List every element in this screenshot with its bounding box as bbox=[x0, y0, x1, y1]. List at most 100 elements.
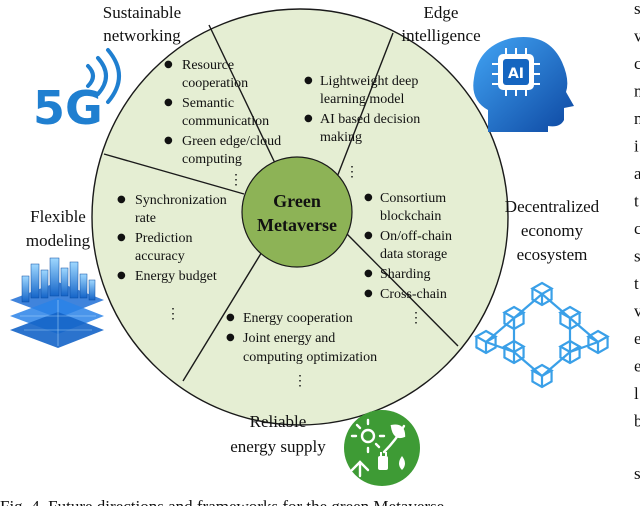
svg-text:learning model: learning model bbox=[320, 92, 404, 107]
cropped-letter: v bbox=[634, 27, 640, 46]
cropped-letter: e bbox=[634, 329, 640, 348]
cube-shape bbox=[530, 281, 554, 296]
cropped-letter: b bbox=[634, 412, 640, 431]
cropped-letter: i bbox=[634, 137, 639, 156]
chain-link bbox=[541, 293, 571, 319]
list-item: Resource bbox=[182, 58, 234, 73]
center-title-line1: Green bbox=[273, 191, 321, 211]
list-item: Joint energy and bbox=[243, 331, 335, 346]
svg-text:energy supply: energy supply bbox=[230, 437, 326, 456]
figure-caption: Fig. 4. Future directions and frameworks… bbox=[0, 497, 448, 506]
svg-text:●: ● bbox=[117, 194, 126, 205]
svg-text:computing optimization: computing optimization bbox=[243, 350, 377, 365]
list-item: Energy cooperation bbox=[243, 311, 353, 326]
bullet-list-flexible-modeling: ● Synchronization rate ● Prediction accu… bbox=[117, 193, 227, 322]
bullet-list-edge-intelligence: ● Lightweight deep learning model ● AI b… bbox=[304, 74, 420, 180]
svg-text:●: ● bbox=[164, 59, 173, 70]
cropped-letter: n bbox=[634, 109, 640, 128]
cropped-letter: s bbox=[634, 247, 640, 266]
list-item: Prediction bbox=[135, 231, 193, 246]
sector-label-decentralized-economy: Decentralized economy ecosystem bbox=[505, 197, 600, 264]
svg-text:intelligence: intelligence bbox=[401, 26, 480, 45]
svg-text:economy: economy bbox=[521, 221, 584, 240]
cube-shape bbox=[531, 370, 553, 389]
svg-text:Decentralized: Decentralized bbox=[505, 197, 600, 216]
divider-line bbox=[331, 32, 394, 191]
cube-shape bbox=[559, 312, 581, 331]
cropped-letter: c bbox=[634, 219, 640, 238]
svg-text:Reliable: Reliable bbox=[250, 412, 307, 431]
svg-text:●: ● bbox=[164, 97, 173, 108]
ellipsis: ⋮ bbox=[345, 165, 359, 180]
cropped-letter: e bbox=[634, 357, 640, 376]
cropped-letter: s bbox=[634, 0, 640, 18]
sector-label-edge-intelligence: Edge intelligence bbox=[401, 3, 480, 45]
sector-label-sustainable-networking: Sustainable networking bbox=[103, 3, 181, 45]
chain-link bbox=[513, 351, 543, 377]
cube-shape bbox=[503, 346, 525, 365]
svg-text:●: ● bbox=[364, 268, 373, 279]
cropped-letter: v bbox=[634, 302, 640, 321]
list-item: Sharding bbox=[380, 267, 431, 282]
svg-text:●: ● bbox=[117, 270, 126, 281]
svg-text:networking: networking bbox=[103, 26, 181, 45]
svg-text:●: ● bbox=[364, 230, 373, 241]
svg-text:making: making bbox=[320, 130, 362, 145]
divider-line bbox=[208, 24, 285, 183]
bullet-list-decentralized-economy: ● Consortium blockchain ● On/off-chain d… bbox=[364, 191, 452, 326]
list-item: Synchronization bbox=[135, 193, 227, 208]
svg-text:5G: 5G bbox=[33, 81, 103, 135]
svg-text:●: ● bbox=[304, 75, 313, 86]
cube-shape bbox=[531, 288, 553, 307]
svg-text:●: ● bbox=[226, 332, 235, 343]
svg-text:Flexible: Flexible bbox=[30, 207, 86, 226]
cube-shape bbox=[503, 312, 525, 331]
cropped-letter: l bbox=[634, 384, 639, 403]
bullet-list-reliable-energy: ● Energy cooperation ● Joint energy and … bbox=[226, 311, 377, 389]
blockchain-cubes-icon bbox=[474, 281, 610, 389]
ellipsis: ⋮ bbox=[409, 311, 423, 326]
ellipsis: ⋮ bbox=[229, 173, 243, 188]
center-circle bbox=[241, 156, 353, 268]
list-item: Energy budget bbox=[135, 269, 217, 284]
svg-text:●: ● bbox=[304, 113, 313, 124]
green-energy-icon bbox=[344, 410, 420, 486]
cube-shape bbox=[475, 336, 497, 355]
sector-label-flexible-modeling: Flexible modeling bbox=[26, 207, 91, 250]
bullet-list-sustainable-networking: ● Resource cooperation ● Semantic commun… bbox=[164, 58, 281, 188]
svg-text:blockchain: blockchain bbox=[380, 209, 441, 224]
divider-line bbox=[103, 153, 245, 195]
cropped-letter: c bbox=[634, 54, 640, 73]
ellipsis: ⋮ bbox=[293, 374, 307, 389]
list-item: Lightweight deep bbox=[320, 74, 418, 89]
svg-text:AI: AI bbox=[508, 66, 524, 82]
svg-text:rate: rate bbox=[135, 211, 156, 226]
ai-head-icon: AI bbox=[473, 37, 574, 132]
list-item: Cross-chain bbox=[380, 287, 447, 302]
divider-line bbox=[182, 241, 269, 382]
cropped-letter: t bbox=[634, 192, 639, 211]
chain-link bbox=[541, 351, 571, 377]
chain-link bbox=[485, 317, 515, 343]
divider-line bbox=[346, 233, 459, 347]
cropped-letter: s bbox=[634, 464, 640, 483]
svg-text:●: ● bbox=[226, 312, 235, 323]
list-item: Green edge/cloud bbox=[182, 134, 281, 149]
svg-text:●: ● bbox=[117, 232, 126, 243]
chain-link bbox=[569, 317, 599, 343]
cropped-letter: t bbox=[634, 274, 639, 293]
cube-shape bbox=[559, 346, 581, 365]
chain-link bbox=[513, 293, 543, 319]
cropped-letter: a bbox=[634, 164, 640, 183]
list-item: AI based decision bbox=[320, 112, 420, 127]
svg-text:Sustainable: Sustainable bbox=[103, 3, 181, 22]
svg-text:ecosystem: ecosystem bbox=[517, 245, 588, 264]
list-item: Consortium bbox=[380, 191, 446, 206]
svg-text:●: ● bbox=[164, 135, 173, 146]
svg-text:computing: computing bbox=[182, 152, 242, 167]
svg-text:modeling: modeling bbox=[26, 231, 91, 250]
svg-text:accuracy: accuracy bbox=[135, 249, 185, 264]
cropped-letter: n bbox=[634, 82, 640, 101]
